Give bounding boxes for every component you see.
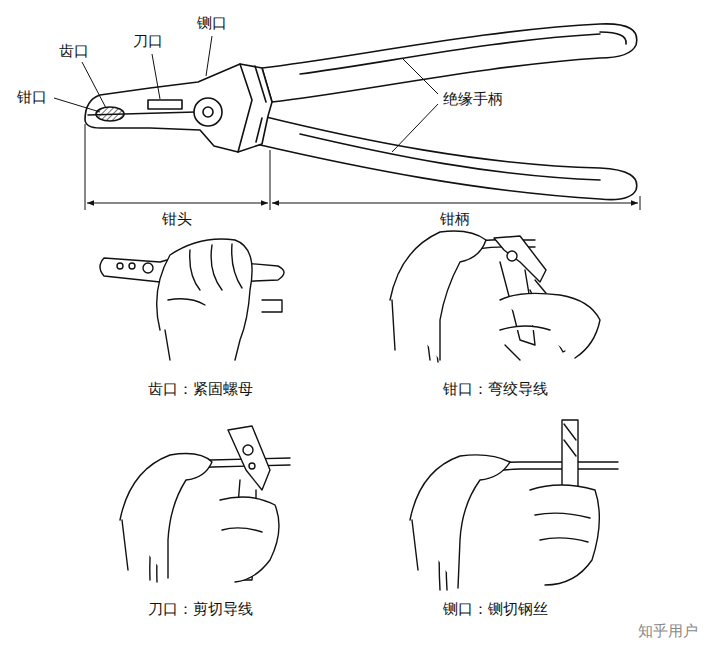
dimension-label: 钳头 (161, 210, 193, 228)
caption: 铡口：铡切钢丝 (442, 600, 549, 618)
hand-figure (410, 420, 618, 590)
part-label: 刀口 (132, 32, 164, 50)
dimension-label: 钳柄 (439, 210, 471, 228)
caption: 刀口：剪切导线 (147, 600, 254, 618)
part-label: 齿口 (58, 42, 90, 60)
hand-figure (120, 426, 290, 582)
part-label: 钳口 (16, 88, 48, 106)
lower-handle (256, 116, 637, 200)
caption: 钳口：弯绞导线 (442, 380, 549, 398)
part-label: 铡口 (196, 14, 228, 32)
hand-figure (100, 239, 284, 360)
watermark: 知乎用户 (637, 622, 699, 640)
part-label: 绝缘手柄 (442, 90, 504, 108)
caption: 齿口：紧固螺母 (147, 380, 254, 398)
hand-figure (390, 231, 600, 362)
pliers-head (85, 64, 272, 152)
